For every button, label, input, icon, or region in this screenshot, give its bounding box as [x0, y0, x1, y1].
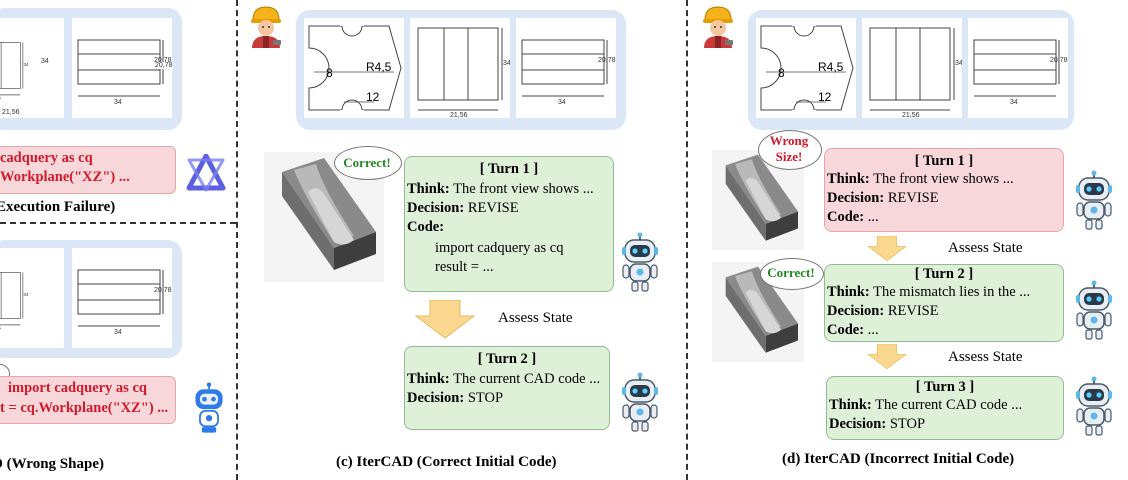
panel-d-turn2-think: The mismatch lies in the ... — [873, 284, 1031, 300]
panel-d-turn1-think: The front view shows ... — [873, 171, 1014, 187]
separator-2 — [686, 0, 688, 480]
dim-34-label: 34 — [41, 58, 49, 65]
dim-8-label: 8 — [326, 66, 333, 80]
panel-d-turn2-code-label: Code: — [827, 322, 865, 338]
panel-d-turn3-title: [ Turn 3 ] — [915, 379, 975, 395]
panel-d-turn1-title: [ Turn 1 ] — [914, 153, 974, 169]
panel-d-turn1-decision: REVISE — [887, 190, 939, 206]
dim-12-label: 12 — [818, 90, 832, 104]
left-horizontal-separator — [0, 222, 236, 224]
panel-d-side-view — [968, 18, 1068, 118]
panel-d-turn2-title: [ Turn 2 ] — [914, 266, 974, 282]
dim-r45-label: R4,5 — [366, 60, 392, 74]
dim-2156-label: 21,56 — [2, 109, 20, 116]
panel-b-caption: D (Wrong Shape) — [0, 456, 104, 472]
panel-a-code-bubble — [0, 146, 176, 194]
panel-d-turn1-code: ... — [867, 209, 879, 225]
dim-12-label: 12 — [366, 90, 380, 104]
panel-d-turn2-code: ... — [867, 322, 879, 338]
robot-icon — [190, 382, 228, 443]
panel-c-turn1-decision: REVISE — [467, 200, 519, 216]
panel-a-code-line1: cadquery as cq — [0, 150, 93, 166]
panel-b-code-line2: t = cq.Workplane("XZ") ... — [0, 400, 169, 416]
panel-d-turn2-bubble: [ Turn 2 ] Think: The mismatch lies in t… — [824, 264, 1064, 342]
panel-c-correct-badge: Correct! — [343, 155, 391, 170]
down-arrow-icon — [862, 343, 912, 375]
robot-icon — [620, 232, 660, 299]
panel-c-turn1-code-line1: import cadquery as cq — [435, 240, 564, 256]
panel-d-turn1-code-label: Code: — [827, 209, 865, 225]
robot-icon — [620, 372, 660, 439]
panel-c-assess-state: Assess State — [498, 310, 573, 326]
dim-r45-label: R4,5 — [818, 60, 844, 74]
dim-8-label: 8 — [778, 66, 785, 80]
panel-d-front-view — [862, 18, 962, 118]
panel-c-turn1-think: The front view shows ... — [453, 181, 594, 197]
panel-b-code-bubble — [0, 376, 176, 424]
panel-a-front-view — [0, 18, 64, 118]
engineer-icon — [246, 2, 286, 53]
panel-b-code-line1: import cadquery as cq — [8, 380, 147, 396]
panel-c-turn2-title: [ Turn 2 ] — [477, 351, 537, 367]
panel-d-turn3-decision-label: Decision: — [829, 416, 887, 432]
panel-c-turn2-decision-label: Decision: — [407, 390, 465, 406]
panel-c-turn2-think: The current CAD code ... — [453, 371, 601, 387]
panel-c-turn2-decision: STOP — [467, 390, 504, 406]
panel-a-caption: Execution Failure) — [0, 199, 116, 215]
down-arrow-icon — [862, 235, 912, 267]
panel-c-turn1-code-label: Code: — [407, 219, 445, 235]
panel-d-turn3-think-label: Think: — [829, 397, 872, 413]
panel-c-front-view — [410, 18, 510, 118]
panel-d-turn1-think-label: Think: — [827, 171, 870, 187]
panel-c-turn1-title: [ Turn 1 ] — [479, 161, 539, 177]
panel-c-turn2-think-label: Think: — [407, 371, 450, 387]
engineer-icon — [698, 2, 738, 53]
panel-d-wrong-badge-line1: Wrong — [769, 133, 809, 148]
panel-d-turn1-decision-label: Decision: — [827, 190, 885, 206]
panel-b-front-view — [0, 248, 64, 348]
panel-d-correct-badge: Correct! — [767, 265, 815, 280]
down-arrow-icon — [410, 299, 480, 345]
panel-c-turn2-bubble: [ Turn 2 ] Think: The current CAD code .… — [404, 346, 610, 430]
panel-d-turn2-decision-label: Decision: — [827, 303, 885, 319]
panel-c-turn1-code-line2: result = ... — [435, 259, 494, 275]
panel-c-correct-cloud — [334, 146, 402, 180]
panel-d-caption: (d) IterCAD (Incorrect Initial Code) — [782, 451, 1015, 467]
panel-d-turn3-think: The current CAD code ... — [875, 397, 1023, 413]
panel-c-turn1-think-label: Think: — [407, 181, 450, 197]
panel-c-side-view — [516, 18, 616, 118]
panel-d-top-view: 8 R4,5 12 — [756, 18, 856, 118]
panel-c-caption: (c) IterCAD (Correct Initial Code) — [336, 454, 557, 470]
robot-icon — [1074, 376, 1114, 443]
panel-d-wrong-badge-line2: Size! — [775, 149, 803, 164]
panel-d-wrong-cloud — [758, 130, 822, 170]
panel-b-side-view — [72, 248, 172, 348]
panel-d-assess-state-1: Assess State — [948, 240, 1023, 256]
llm-logo-icon — [186, 153, 226, 197]
panel-a-code-line2: Workplane("XZ") ... — [0, 169, 130, 185]
robot-icon — [1074, 170, 1114, 237]
separator-1 — [236, 0, 238, 480]
panel-d-turn2-decision: REVISE — [887, 303, 939, 319]
panel-d-correct-cloud — [760, 258, 824, 290]
panel-d-turn3-bubble: [ Turn 3 ] Think: The current CAD code .… — [826, 376, 1064, 440]
dim-2078-label: 20,78 — [155, 62, 173, 69]
panel-c-top-view: 8 R4,5 12 — [304, 18, 404, 118]
panel-d-turn1-bubble: [ Turn 1 ] Think: The front view shows .… — [824, 148, 1064, 232]
panel-d-assess-state-2: Assess State — [948, 349, 1023, 365]
panel-d-turn3-decision: STOP — [889, 416, 926, 432]
robot-icon — [1074, 280, 1114, 347]
panel-c-turn1-decision-label: Decision: — [407, 200, 465, 216]
panel-d-turn2-think-label: Think: — [827, 284, 870, 300]
panel-c-turn1-bubble: [ Turn 1 ] Think: The front view shows .… — [404, 156, 614, 292]
